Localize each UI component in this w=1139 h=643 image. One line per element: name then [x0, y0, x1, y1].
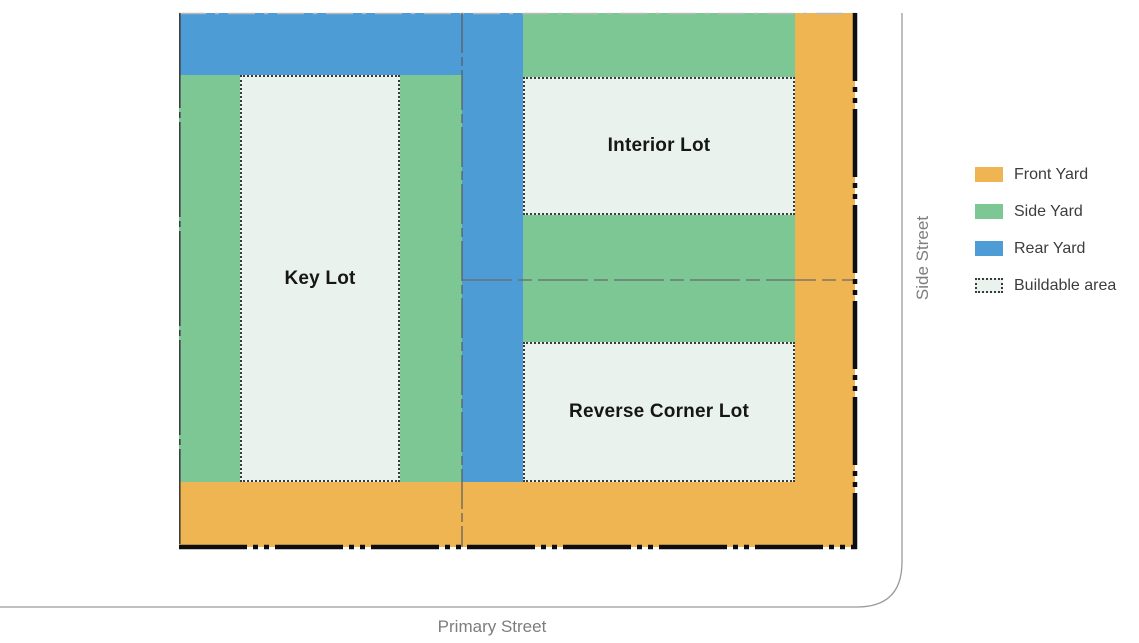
key-lot-rear-yard — [179, 13, 462, 75]
legend-row-rear-yard: Rear Yard — [975, 239, 1116, 257]
right-lots-rear-yard — [462, 13, 523, 482]
interior-lot-label: Interior Lot — [607, 135, 711, 156]
interior-lot-buildable-area: Interior Lot — [523, 77, 795, 215]
legend: Front Yard Side Yard Rear Yard Buildable… — [975, 165, 1117, 315]
reverse-corner-lot-label: Reverse Corner Lot — [569, 401, 749, 422]
side-street-front-yard — [795, 13, 855, 547]
legend-label-front-yard: Front Yard — [1014, 165, 1089, 183]
legend-label-rear-yard: Rear Yard — [1014, 239, 1086, 257]
legend-row-buildable: Buildable area — [975, 276, 1117, 294]
legend-row-side-yard: Side Yard — [975, 202, 1116, 220]
reverse-corner-lot-buildable-area: Reverse Corner Lot — [523, 342, 795, 482]
primary-street-front-yard — [179, 482, 855, 547]
key-lot-label: Key Lot — [284, 267, 356, 289]
legend-label-side-yard: Side Yard — [1014, 202, 1083, 220]
rear-yard-swatch-icon — [975, 241, 1003, 256]
buildable-area-swatch-icon — [975, 278, 1003, 293]
side-street-label: Side Street — [913, 215, 932, 301]
legend-label-buildable: Buildable area — [1014, 276, 1117, 294]
legend-row-front-yard: Front Yard — [975, 165, 1116, 183]
front-yard-swatch-icon — [975, 167, 1003, 182]
key-lot-buildable-area: Key Lot — [240, 75, 400, 482]
side-yard-swatch-icon — [975, 204, 1003, 219]
primary-street-label: Primary Street — [437, 617, 547, 636]
